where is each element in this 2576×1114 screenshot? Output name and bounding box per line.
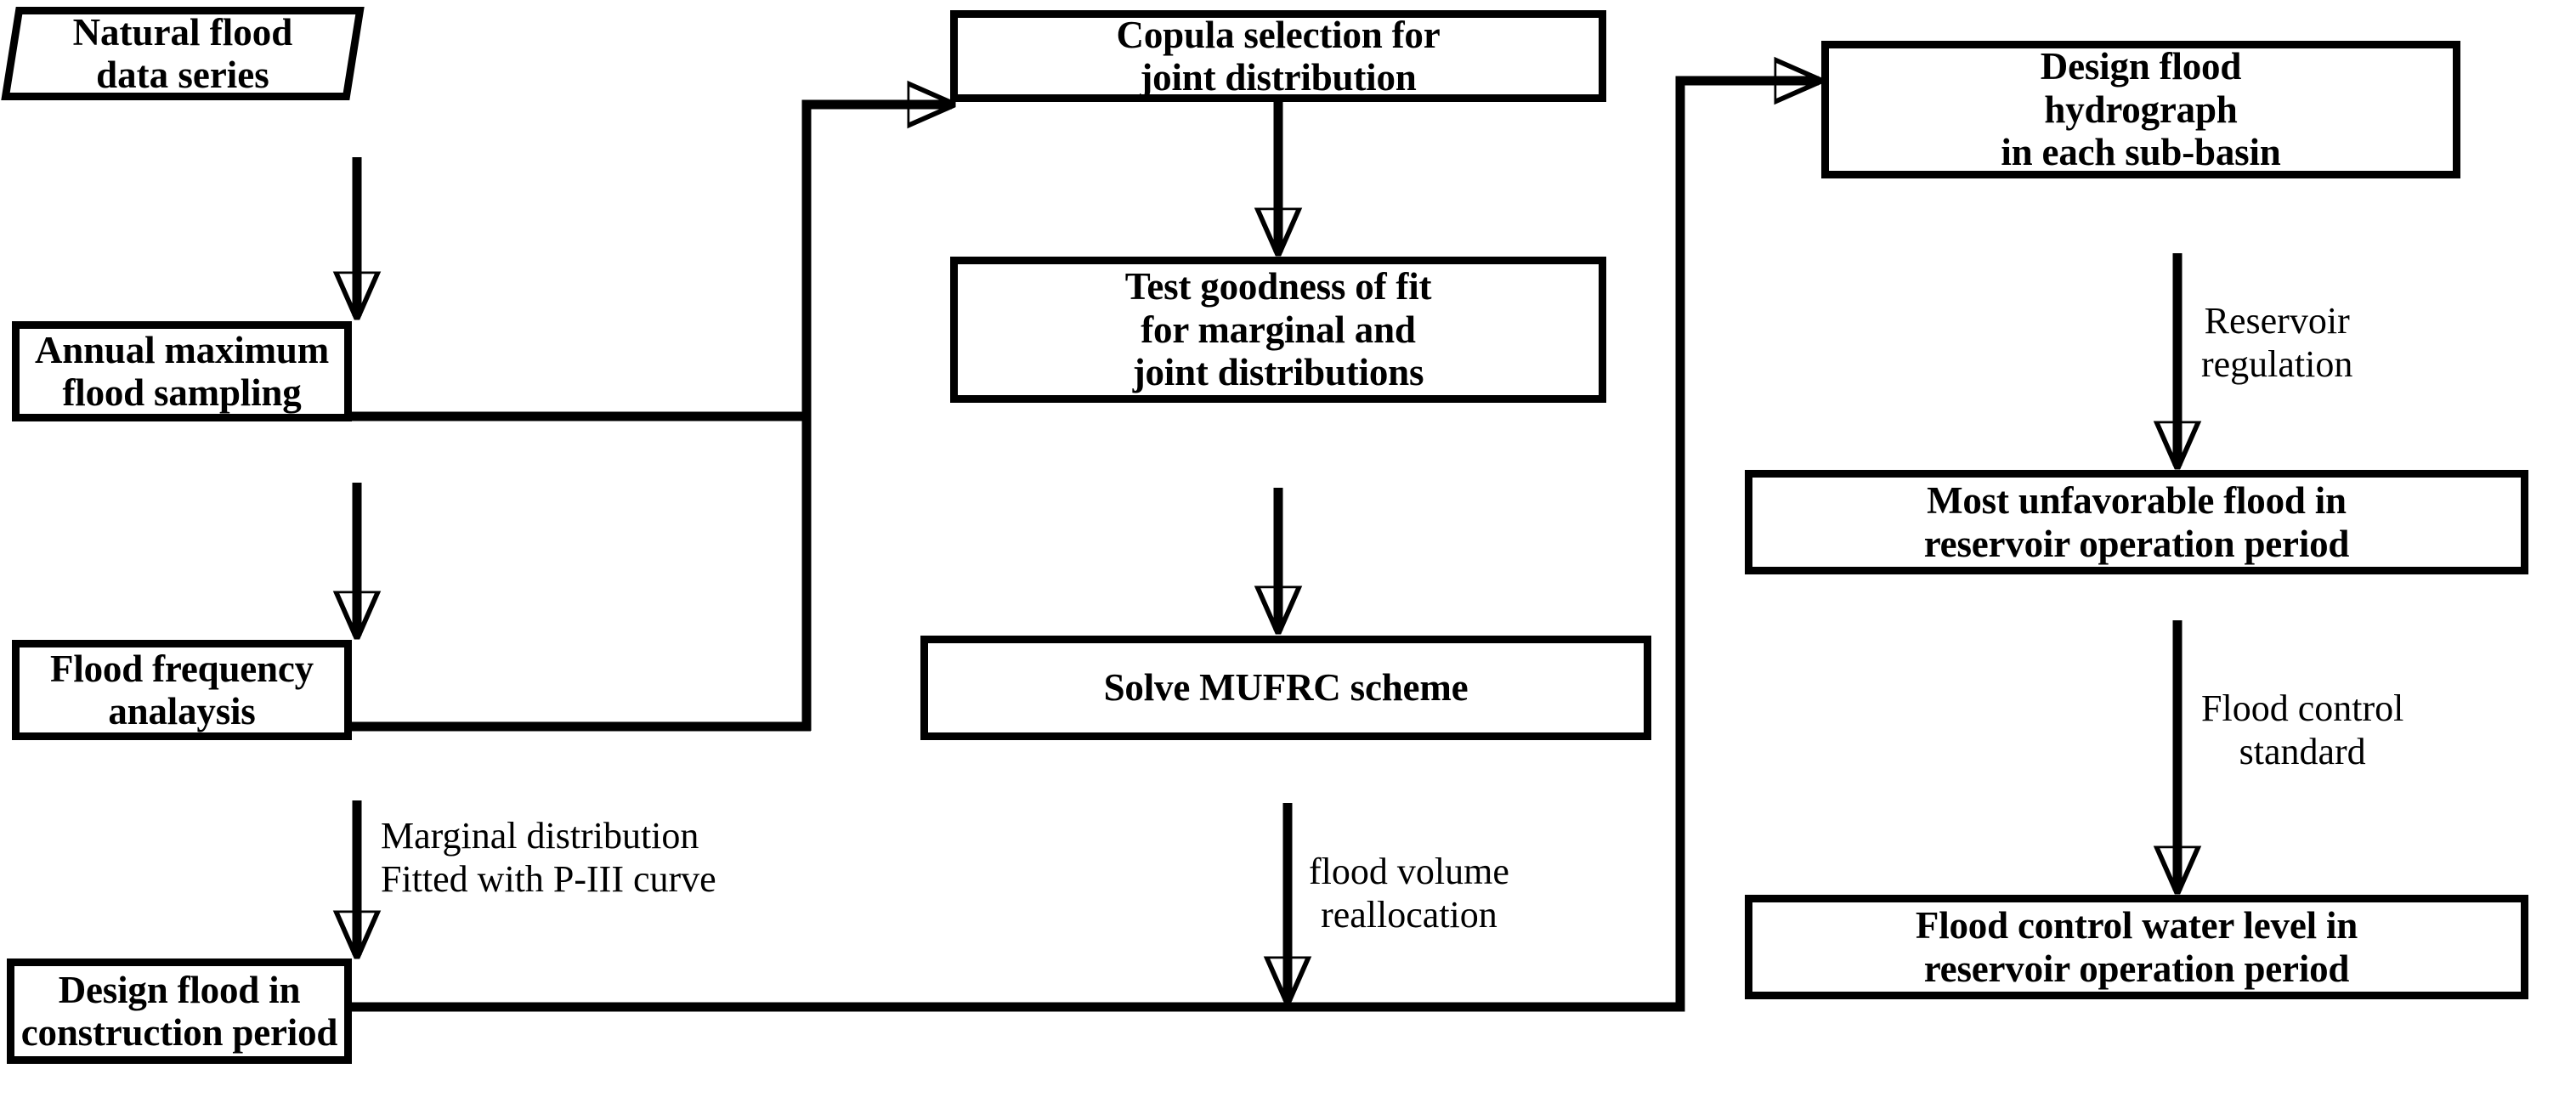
node-line: reservoir operation period [1923,947,2350,990]
edge-label-line: reallocation [1321,894,1497,936]
edge-label-marginal-distribution: Marginal distribution Fitted with P-III … [381,814,716,901]
node-line: Flood frequency [50,647,314,690]
edge-label-flood-control-standard: Flood control standard [2201,687,2403,773]
node-most-unfavorable-flood-in-reservoir-operation-period[interactable]: Most unfavorable flood in reservoir oper… [1745,470,2528,574]
edge-label-line: Fitted with P-III curve [381,858,716,901]
edge-label-line: standard [2239,731,2366,773]
node-test-goodness-of-fit[interactable]: Test goodness of fit for marginal and jo… [950,257,1606,403]
node-design-flood-hydrograph-in-each-sub-basin[interactable]: Design flood hydrograph in each sub-basi… [1821,41,2460,178]
node-solve-mufrc-scheme[interactable]: Solve MUFRC scheme [920,636,1651,740]
node-line: hydrograph [2044,88,2238,131]
node-annual-maximum-flood-sampling[interactable]: Annual maximum flood sampling [12,321,352,421]
node-line: Annual maximum [34,328,330,371]
node-line: reservoir operation period [1923,522,2350,565]
node-line: Most unfavorable flood in [1927,479,2347,523]
node-line: Test goodness of fit [1124,265,1432,308]
node-design-flood-in-construction-period[interactable]: Design flood in construction period [7,958,352,1064]
node-line: Copula selection for [1116,13,1441,56]
edge-label-line: flood volume [1309,851,1509,892]
node-line: joint distributions [1132,351,1424,394]
node-line: Natural flood [72,10,293,54]
node-line: Design flood [2040,45,2242,88]
edge-label-flood-volume-reallocation: flood volume reallocation [1309,850,1509,936]
node-line: Design flood in [58,968,301,1011]
node-line: construction period [20,1011,338,1054]
edge-label-line: Marginal distribution [381,815,699,857]
node-line: analaysis [108,690,256,732]
node-line: in each sub-basin [2001,131,2281,174]
node-line: Flood control water level in [1915,904,2358,947]
node-flood-frequency-analaysis[interactable]: Flood frequency analaysis [12,640,352,740]
edge-label-line: Flood control [2201,687,2404,729]
node-natural-flood-data-series[interactable]: Natural flood data series [1,7,365,100]
node-copula-selection-for-joint-distribution[interactable]: Copula selection for joint distribution [950,10,1606,102]
node-line: flood sampling [62,371,302,414]
node-line: Solve MUFRC scheme [1103,666,1469,710]
edge-label-line: Reservoir [2204,300,2350,342]
node-flood-control-water-level-in-reservoir-operation-period[interactable]: Flood control water level in reservoir o… [1745,895,2528,999]
node-line: for marginal and [1141,308,1416,351]
edge-label-line: regulation [2201,343,2353,386]
edge-label-reservoir-regulation: Reservoir regulation [2201,299,2352,386]
node-line: joint distribution [1140,56,1417,99]
node-line: data series [96,54,269,96]
